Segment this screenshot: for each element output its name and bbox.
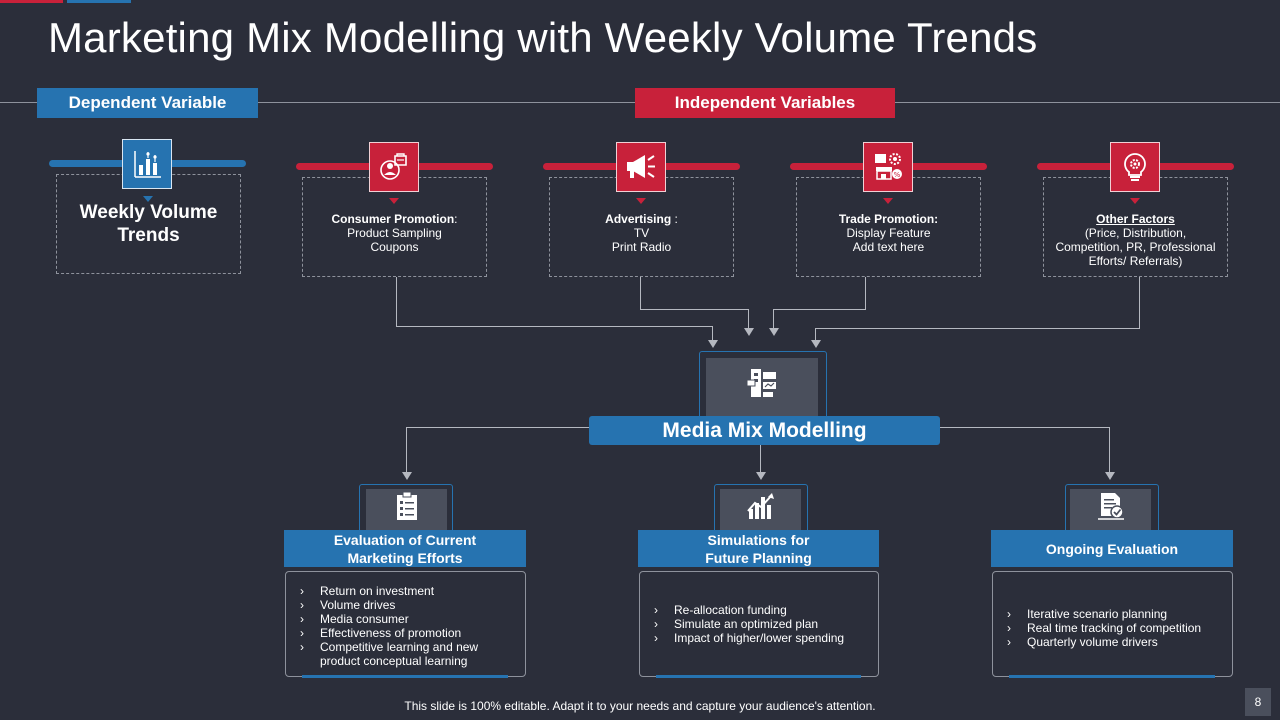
independent-title: Consumer Promotion <box>331 212 455 226</box>
list-item: Impact of higher/lower spending <box>654 631 868 645</box>
connector <box>815 328 1140 329</box>
svg-text:%: % <box>894 171 901 179</box>
footer-note: This slide is 100% editable. Adapt it to… <box>404 699 876 713</box>
independent-line: Print Radio <box>611 240 672 254</box>
outcome-title: Simulations for Future Planning <box>638 530 879 567</box>
independent-line: TV <box>633 226 650 240</box>
connector <box>865 277 866 309</box>
list-item: Re-allocation funding <box>654 603 868 617</box>
independent-pointer <box>636 198 646 204</box>
outcome-title-text: Simulations for Future Planning <box>705 531 812 566</box>
connector <box>773 309 774 328</box>
outcome-title: Ongoing Evaluation <box>991 530 1233 567</box>
list-item: Simulate an optimized plan <box>654 617 868 631</box>
connector <box>396 326 713 327</box>
growth-chart-icon <box>746 491 776 526</box>
bar-chart-icon <box>122 139 172 189</box>
outcome-underline <box>656 675 861 678</box>
analytics-icon <box>745 366 779 405</box>
independent-text: Other Factors(Price, Distribution,Compet… <box>1044 212 1227 268</box>
list-item: Media consumer <box>300 612 515 626</box>
list-item: Competitive learning and new product con… <box>300 640 515 668</box>
list-item: Real time tracking of competition <box>1007 621 1222 635</box>
page-title: Marketing Mix Modelling with Weekly Volu… <box>48 14 1038 61</box>
page-number: 8 <box>1245 688 1271 716</box>
outcome-underline <box>302 675 508 678</box>
connector <box>773 309 866 310</box>
consumer-promotion-icon <box>369 142 419 192</box>
connector <box>940 427 1110 428</box>
trade-promotion-icon: % <box>863 142 913 192</box>
media-mix-label: Media Mix Modelling <box>589 416 940 445</box>
connector-arrow <box>769 328 779 336</box>
dependent-box: Weekly Volume Trends <box>56 174 241 274</box>
connector <box>406 427 407 472</box>
independent-line: Display Feature <box>846 226 931 240</box>
connector-arrow <box>708 340 718 348</box>
independent-variables-tag: Independent Variables <box>635 88 895 118</box>
connector <box>712 326 713 340</box>
connector <box>760 445 761 472</box>
independent-box: Other Factors(Price, Distribution,Compet… <box>1043 177 1228 277</box>
top-accent-blue <box>67 0 131 3</box>
independent-pointer <box>883 198 893 204</box>
dependent-pointer <box>143 196 153 202</box>
independent-line: Competition, PR, Professional <box>1055 240 1216 254</box>
independent-pointer <box>1130 198 1140 204</box>
connector <box>1109 427 1110 472</box>
connector-arrow <box>402 472 412 480</box>
outcome-title-text: Ongoing Evaluation <box>1045 540 1179 557</box>
top-accent-red <box>0 0 63 3</box>
connector-arrow <box>744 328 754 336</box>
megaphone-icon <box>616 142 666 192</box>
independent-title: Other Factors <box>1096 212 1175 226</box>
independent-title: Advertising <box>605 212 672 226</box>
connector <box>640 309 749 310</box>
title-suffix: : <box>671 212 678 226</box>
outcome-icon-panel <box>366 489 447 531</box>
lightbulb-gear-icon <box>1110 142 1160 192</box>
independent-title: Trade Promotion: <box>838 212 939 226</box>
outcome-title-text: Evaluation of Current Marketing Efforts <box>333 531 477 566</box>
independent-line: Add text here <box>852 240 925 254</box>
independent-pointer <box>389 198 399 204</box>
list-item: Return on investment <box>300 584 515 598</box>
independent-line: Product Sampling <box>347 226 442 240</box>
independent-line: Efforts/ Referrals) <box>1088 254 1183 268</box>
outcome-title: Evaluation of Current Marketing Efforts <box>284 530 526 567</box>
outcome-icon-panel <box>1070 489 1151 531</box>
outcome-list: Return on investmentVolume drivesMedia c… <box>285 571 526 677</box>
connector-arrow <box>811 340 821 348</box>
connector <box>406 427 589 428</box>
outcome-list: Iterative scenario planningReal time tra… <box>992 571 1233 677</box>
list-item: Iterative scenario planning <box>1007 607 1222 621</box>
clipboard-checklist-icon <box>394 491 420 526</box>
title-suffix: : <box>454 212 458 226</box>
connector <box>1139 277 1140 329</box>
list-item: Volume drives <box>300 598 515 612</box>
list-item: Quarterly volume drivers <box>1007 635 1222 649</box>
connector <box>748 309 749 328</box>
outcome-underline <box>1009 675 1215 678</box>
weekly-volume-trends-label: Weekly Volume Trends <box>79 202 218 246</box>
independent-line: Coupons <box>370 240 419 254</box>
document-check-icon <box>1096 491 1126 526</box>
connector <box>640 277 641 309</box>
connector <box>396 277 397 326</box>
outcome-list: Re-allocation fundingSimulate an optimiz… <box>639 571 879 677</box>
independent-line: (Price, Distribution, <box>1084 226 1187 240</box>
list-item: Effectiveness of promotion <box>300 626 515 640</box>
outcome-icon-panel <box>720 489 801 531</box>
connector <box>815 328 816 340</box>
dependent-variable-tag: Dependent Variable <box>37 88 258 118</box>
connector-arrow <box>756 472 766 480</box>
media-mix-icon-panel <box>706 358 818 418</box>
connector-arrow <box>1105 472 1115 480</box>
